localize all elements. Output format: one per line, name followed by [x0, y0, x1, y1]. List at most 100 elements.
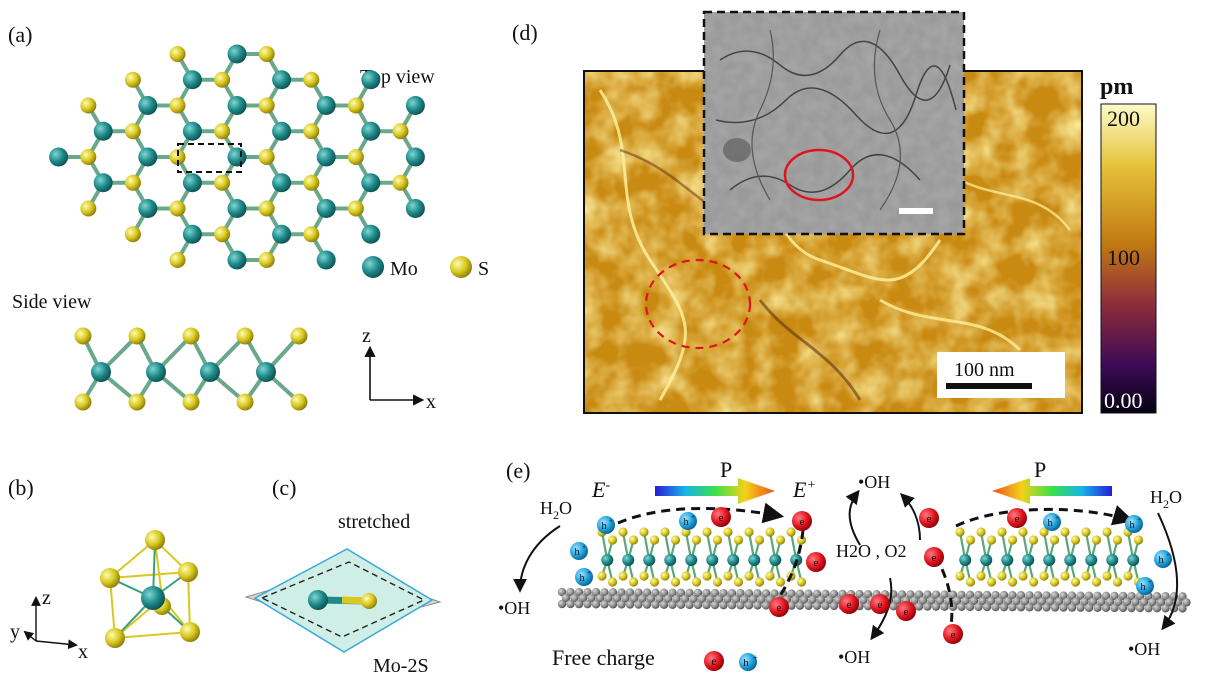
s-atom [712, 577, 723, 587]
s-atom [723, 527, 733, 537]
s-atom [145, 530, 165, 550]
mos2-layer-right [955, 527, 1144, 587]
s-atom [775, 535, 786, 545]
s-atom [1070, 535, 1081, 545]
carbon-atom [574, 599, 584, 609]
mo-atom [182, 224, 202, 244]
carbon-atom [608, 588, 618, 597]
s-atom [124, 174, 141, 191]
carbon-atom [991, 590, 1000, 600]
sem-scalebar [899, 208, 933, 214]
carbon-atom [1016, 591, 1026, 600]
panel-a-label: (a) [8, 22, 32, 47]
mo-atom [200, 362, 220, 382]
mo-atom [685, 554, 698, 566]
mo-atom [769, 554, 782, 566]
mo-atom [182, 70, 202, 90]
s-atom [347, 200, 364, 217]
carbon-atom [923, 602, 932, 611]
carbon-atom [995, 596, 1004, 606]
s-atom [1060, 571, 1070, 581]
colorbar-unit: pm [1100, 74, 1133, 100]
svg-text:e: e [847, 599, 852, 611]
carbon-atom [1144, 603, 1153, 613]
side-view-chain [74, 327, 308, 411]
mo-atom [361, 173, 381, 193]
carbon-atom [629, 594, 639, 603]
carbon-atom [642, 600, 652, 609]
s-atom [618, 571, 628, 581]
carbon-atom [612, 594, 622, 603]
carbon-atom [1059, 591, 1068, 600]
carbon-atom [1182, 598, 1191, 607]
carbon-atom [1097, 597, 1106, 606]
carbon-atom [753, 601, 762, 610]
electron: e [806, 552, 826, 572]
carbon-atom [761, 589, 771, 598]
electron: e [943, 624, 963, 644]
mo-2s-label: Mo-2S [373, 655, 429, 677]
carbon-atom [719, 600, 728, 610]
carbon-atom [1033, 591, 1043, 600]
carbon-atom [1093, 591, 1102, 600]
s-atom [347, 149, 364, 165]
carbon-atom [1063, 597, 1072, 606]
h2o-o2-label: H2O , O2 [836, 541, 907, 561]
s-atom [258, 46, 275, 62]
carbon-atom [676, 600, 686, 610]
carbon-atom [948, 590, 958, 599]
s-atom [236, 393, 254, 411]
s-atom [303, 174, 320, 191]
mo-atom [727, 554, 740, 566]
carbon-atom [804, 589, 813, 598]
svg-text:e: e [1015, 513, 1020, 525]
mo-atom [1001, 554, 1014, 566]
s-atom [607, 577, 618, 587]
s-atom [169, 46, 186, 62]
carbon-atom [1118, 591, 1128, 601]
electron: e [769, 597, 789, 617]
carbon-atom [595, 594, 605, 603]
s-atom [1049, 577, 1060, 587]
carbon-atom [1050, 591, 1060, 600]
hole: h+ [570, 542, 588, 560]
s-atom [691, 535, 702, 545]
carbon-atom [812, 601, 822, 610]
polarization-arrow-left [992, 478, 1112, 504]
carbon-atom [986, 596, 996, 606]
s-atom [169, 97, 186, 114]
s-atom [1091, 535, 1102, 545]
carbon-atom [1037, 597, 1047, 606]
carbon-atom [668, 588, 677, 597]
p-label-right: P [1034, 457, 1046, 482]
s-atom [128, 327, 146, 345]
carbon-atom [638, 594, 647, 603]
s-atom [303, 226, 320, 243]
svg-text:+: + [1148, 578, 1152, 586]
carbon-atom [855, 589, 864, 599]
mo-atom [1085, 554, 1098, 566]
carbon-atom [1080, 597, 1089, 606]
svg-text:e: e [904, 606, 909, 618]
mo-atom [182, 173, 202, 193]
mo-atom [93, 173, 113, 193]
carbon-atom [689, 594, 698, 604]
mo-atom [141, 586, 165, 610]
afm-highlight-circle [644, 258, 752, 350]
s-atom [214, 71, 231, 88]
s-atom [997, 527, 1007, 537]
s-atom [649, 577, 660, 587]
s-legend-atom [450, 256, 472, 278]
s-atom [236, 327, 254, 345]
mo-atom [256, 362, 276, 382]
carbon-atom [1042, 591, 1051, 600]
carbon-atom [714, 594, 724, 604]
carbon-atom [1152, 604, 1162, 613]
carbon-atom [859, 595, 868, 605]
s-atom [597, 571, 607, 581]
carbon-atom [952, 596, 962, 605]
s-atom [178, 562, 198, 582]
carbon-atom [621, 594, 630, 603]
s-atom [1018, 527, 1028, 537]
s-atom [1039, 527, 1049, 537]
